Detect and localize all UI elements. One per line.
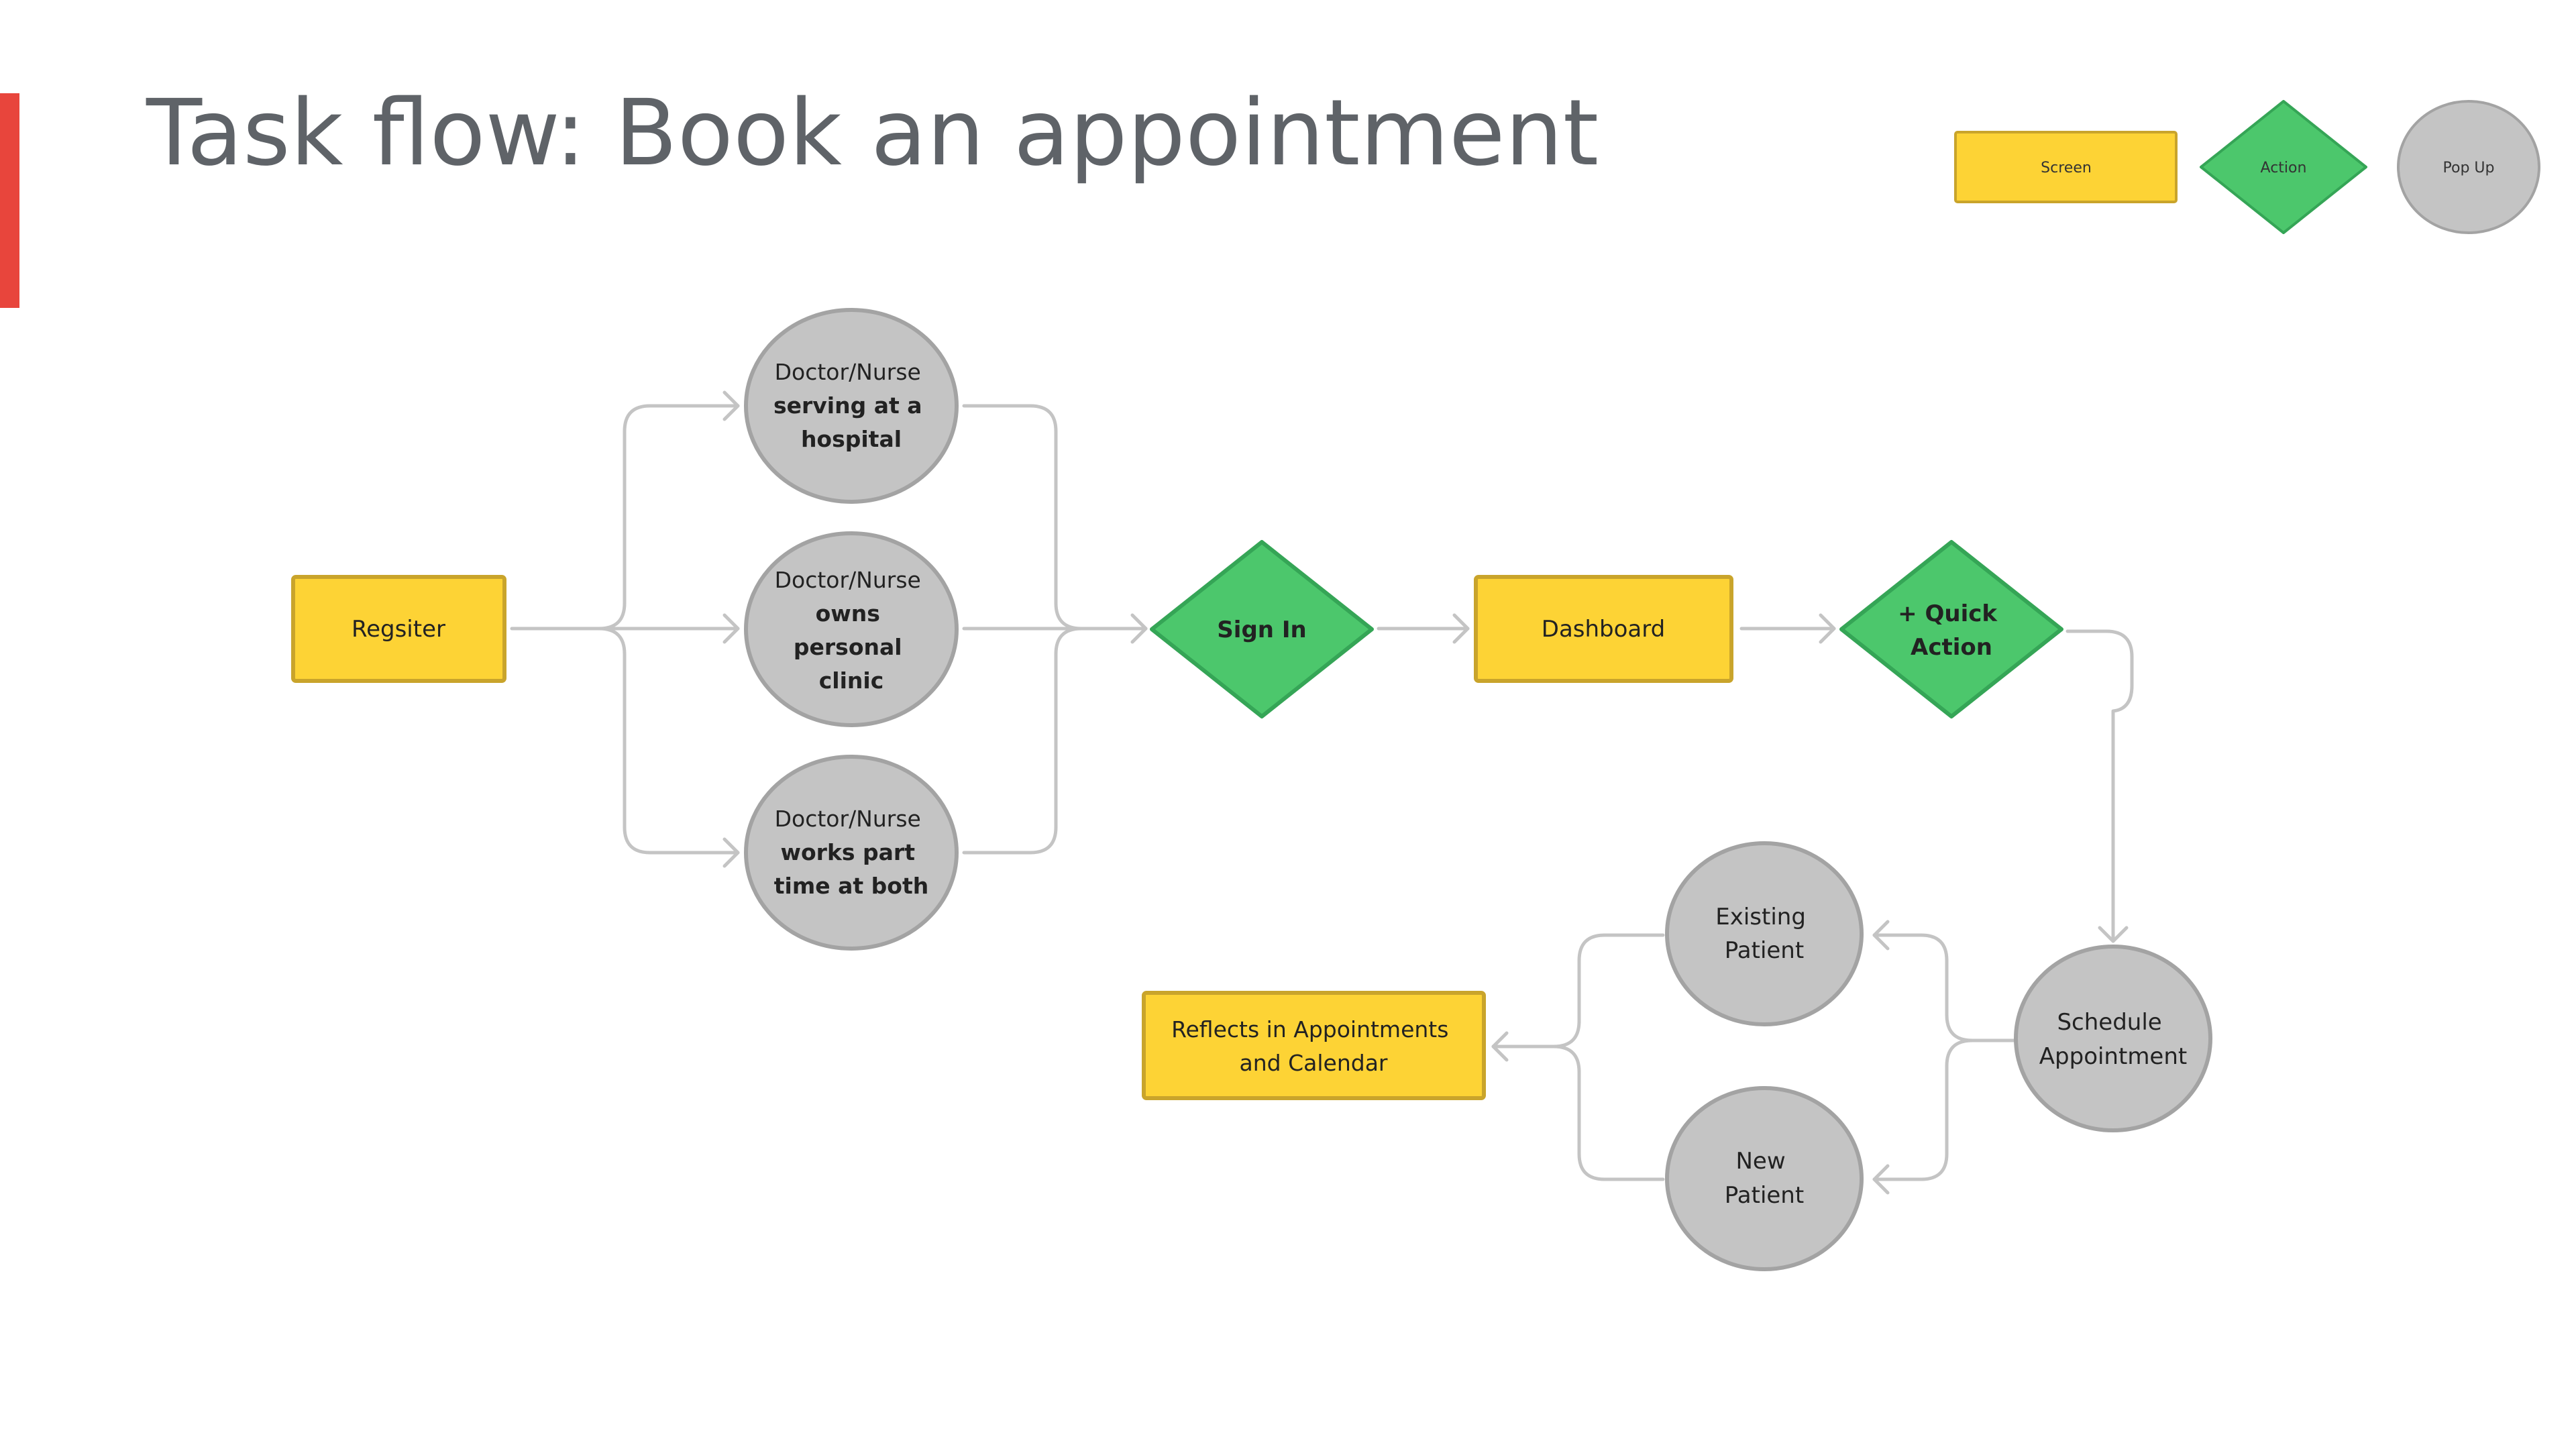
legend-screen-label: Screen xyxy=(2041,160,2092,176)
svg-text:Existing Patient: Existing Patient xyxy=(1715,904,1813,964)
node-hospital-line1: Doctor/Nurse xyxy=(775,359,921,385)
svg-text:Regsiter: Regsiter xyxy=(352,616,445,643)
node-schedule-line2: Appointment xyxy=(2039,1043,2187,1070)
svg-text:New Patient: New Patient xyxy=(1725,1148,1804,1209)
svg-text:+ Quick Action: + Quick Action xyxy=(1898,600,2005,661)
action-diamond xyxy=(1150,540,1374,718)
connectors xyxy=(510,404,2134,1181)
node-new-patient: New Patient xyxy=(1665,1086,1864,1271)
node-hospital-line2: serving at a xyxy=(773,392,922,419)
node-existing-patient: Existing Patient xyxy=(1665,841,1864,1026)
screen-box xyxy=(1142,991,1486,1100)
accent-bar xyxy=(0,93,19,308)
action-diamond xyxy=(1839,540,2063,718)
node-signin: Sign In xyxy=(1150,540,1374,718)
popup-circle xyxy=(744,755,959,951)
arrowhead-right-icon xyxy=(722,837,740,868)
connector-register-to-both xyxy=(597,627,740,855)
arrowhead-left-icon xyxy=(1872,1164,1890,1195)
arrowhead-right-icon xyxy=(1452,613,1470,644)
connector-quick-action-to-schedule xyxy=(2065,629,2134,943)
popup-circle xyxy=(744,308,959,504)
svg-text:Reflects in Appointments: Reflects in Appointments and Calendar xyxy=(1171,1016,1456,1076)
arrowhead-right-icon xyxy=(722,390,740,421)
node-clinic-line3: personal xyxy=(794,634,902,660)
svg-text:Action: Action xyxy=(2261,160,2307,176)
node-reflects-line1: Reflects in Appointments xyxy=(1171,1016,1448,1042)
connector-schedule-to-new xyxy=(1872,1038,2018,1181)
svg-text:Screen: Screen xyxy=(2041,160,2092,176)
popup-circle xyxy=(1665,841,1864,1026)
arrowhead-left-icon xyxy=(1872,920,1890,951)
svg-text:Doctor/Nurse owns: Doctor/Nurse owns personal clinic xyxy=(775,567,928,694)
node-dashboard-label: Dashboard xyxy=(1542,616,1665,643)
arrowhead-left-icon xyxy=(1491,1031,1509,1062)
svg-text:Sign In: Sign In xyxy=(1217,616,1306,643)
screen-box xyxy=(291,575,506,683)
connector-hospital-to-signin xyxy=(962,404,1083,631)
node-both-line2: works part xyxy=(781,839,916,865)
node-clinic: Doctor/Nurse owns personal clinic xyxy=(744,531,959,727)
connector-schedule-to-existing xyxy=(1872,933,2018,1042)
node-hospital-line3: hospital xyxy=(801,426,902,452)
node-quick-action: + Quick Action xyxy=(1839,540,2063,718)
legend-action-swatch xyxy=(2200,100,2367,234)
legend-screen: Screen xyxy=(1954,131,2178,203)
node-existing-line1: Existing xyxy=(1715,904,1806,930)
legend: Screen Action Pop Up xyxy=(1954,100,2540,234)
node-new-line2: Patient xyxy=(1725,1182,1804,1209)
legend-popup-label: Pop Up xyxy=(2443,160,2495,176)
svg-text:Pop Up: Pop Up xyxy=(2443,160,2495,176)
legend-popup-swatch xyxy=(2397,100,2540,234)
node-both: Doctor/Nurse works part time at both xyxy=(744,755,959,951)
page-title: Task flow: Book an appointment xyxy=(146,80,1599,186)
node-dashboard: Dashboard xyxy=(1474,575,1733,683)
node-both-line1: Doctor/Nurse xyxy=(775,806,921,832)
node-clinic-line4: clinic xyxy=(819,667,884,694)
node-register-label: Regsiter xyxy=(352,616,445,643)
connector-both-to-signin xyxy=(962,627,1083,855)
node-clinic-line1: Doctor/Nurse xyxy=(775,567,921,593)
arrowheads xyxy=(722,390,2129,1195)
screen-box xyxy=(1474,575,1733,683)
svg-text:Doctor/Nurse serving a: Doctor/Nurse serving at a hospital xyxy=(773,359,929,452)
node-signin-label: Sign In xyxy=(1217,616,1306,643)
node-schedule-line1: Schedule xyxy=(2057,1009,2161,1036)
node-quick-action-line2: Action xyxy=(1911,634,1992,661)
node-register: Regsiter xyxy=(291,575,506,683)
node-new-line1: New xyxy=(1736,1148,1786,1175)
legend-popup: Pop Up xyxy=(2397,100,2540,234)
connector-existing-to-reflects xyxy=(1491,933,1665,1049)
node-reflects-line2: and Calendar xyxy=(1240,1050,1388,1076)
arrowhead-down-icon xyxy=(2098,926,2129,943)
arrowhead-right-icon xyxy=(1130,613,1148,644)
svg-text:Dashboard: Dashboard xyxy=(1542,616,1665,643)
node-schedule: Schedule Appointment xyxy=(2014,945,2212,1132)
legend-action-label: Action xyxy=(2261,160,2307,176)
node-clinic-line2: owns xyxy=(816,600,880,627)
node-both-line3: time at both xyxy=(774,873,928,899)
popup-circle xyxy=(744,531,959,727)
node-hospital: Doctor/Nurse serving at a hospital xyxy=(744,308,959,504)
legend-screen-swatch xyxy=(1954,131,2178,203)
connector-register-to-hospital xyxy=(597,404,740,631)
popup-circle xyxy=(2014,945,2212,1132)
arrowhead-right-icon xyxy=(722,613,740,644)
svg-text:Doctor/Nurse works par: Doctor/Nurse works part time at both xyxy=(774,806,928,899)
legend-action: Action xyxy=(2200,100,2367,234)
svg-text:Schedule Appointment: Schedule Appointment xyxy=(2039,1009,2187,1070)
popup-circle xyxy=(1665,1086,1864,1271)
node-existing-line2: Patient xyxy=(1725,937,1804,964)
node-quick-action-line1: + Quick xyxy=(1898,600,1998,627)
connector-new-to-reflects xyxy=(1491,1044,1665,1181)
node-reflects: Reflects in Appointments and Calendar xyxy=(1142,991,1486,1100)
arrowhead-right-icon xyxy=(1819,613,1836,644)
